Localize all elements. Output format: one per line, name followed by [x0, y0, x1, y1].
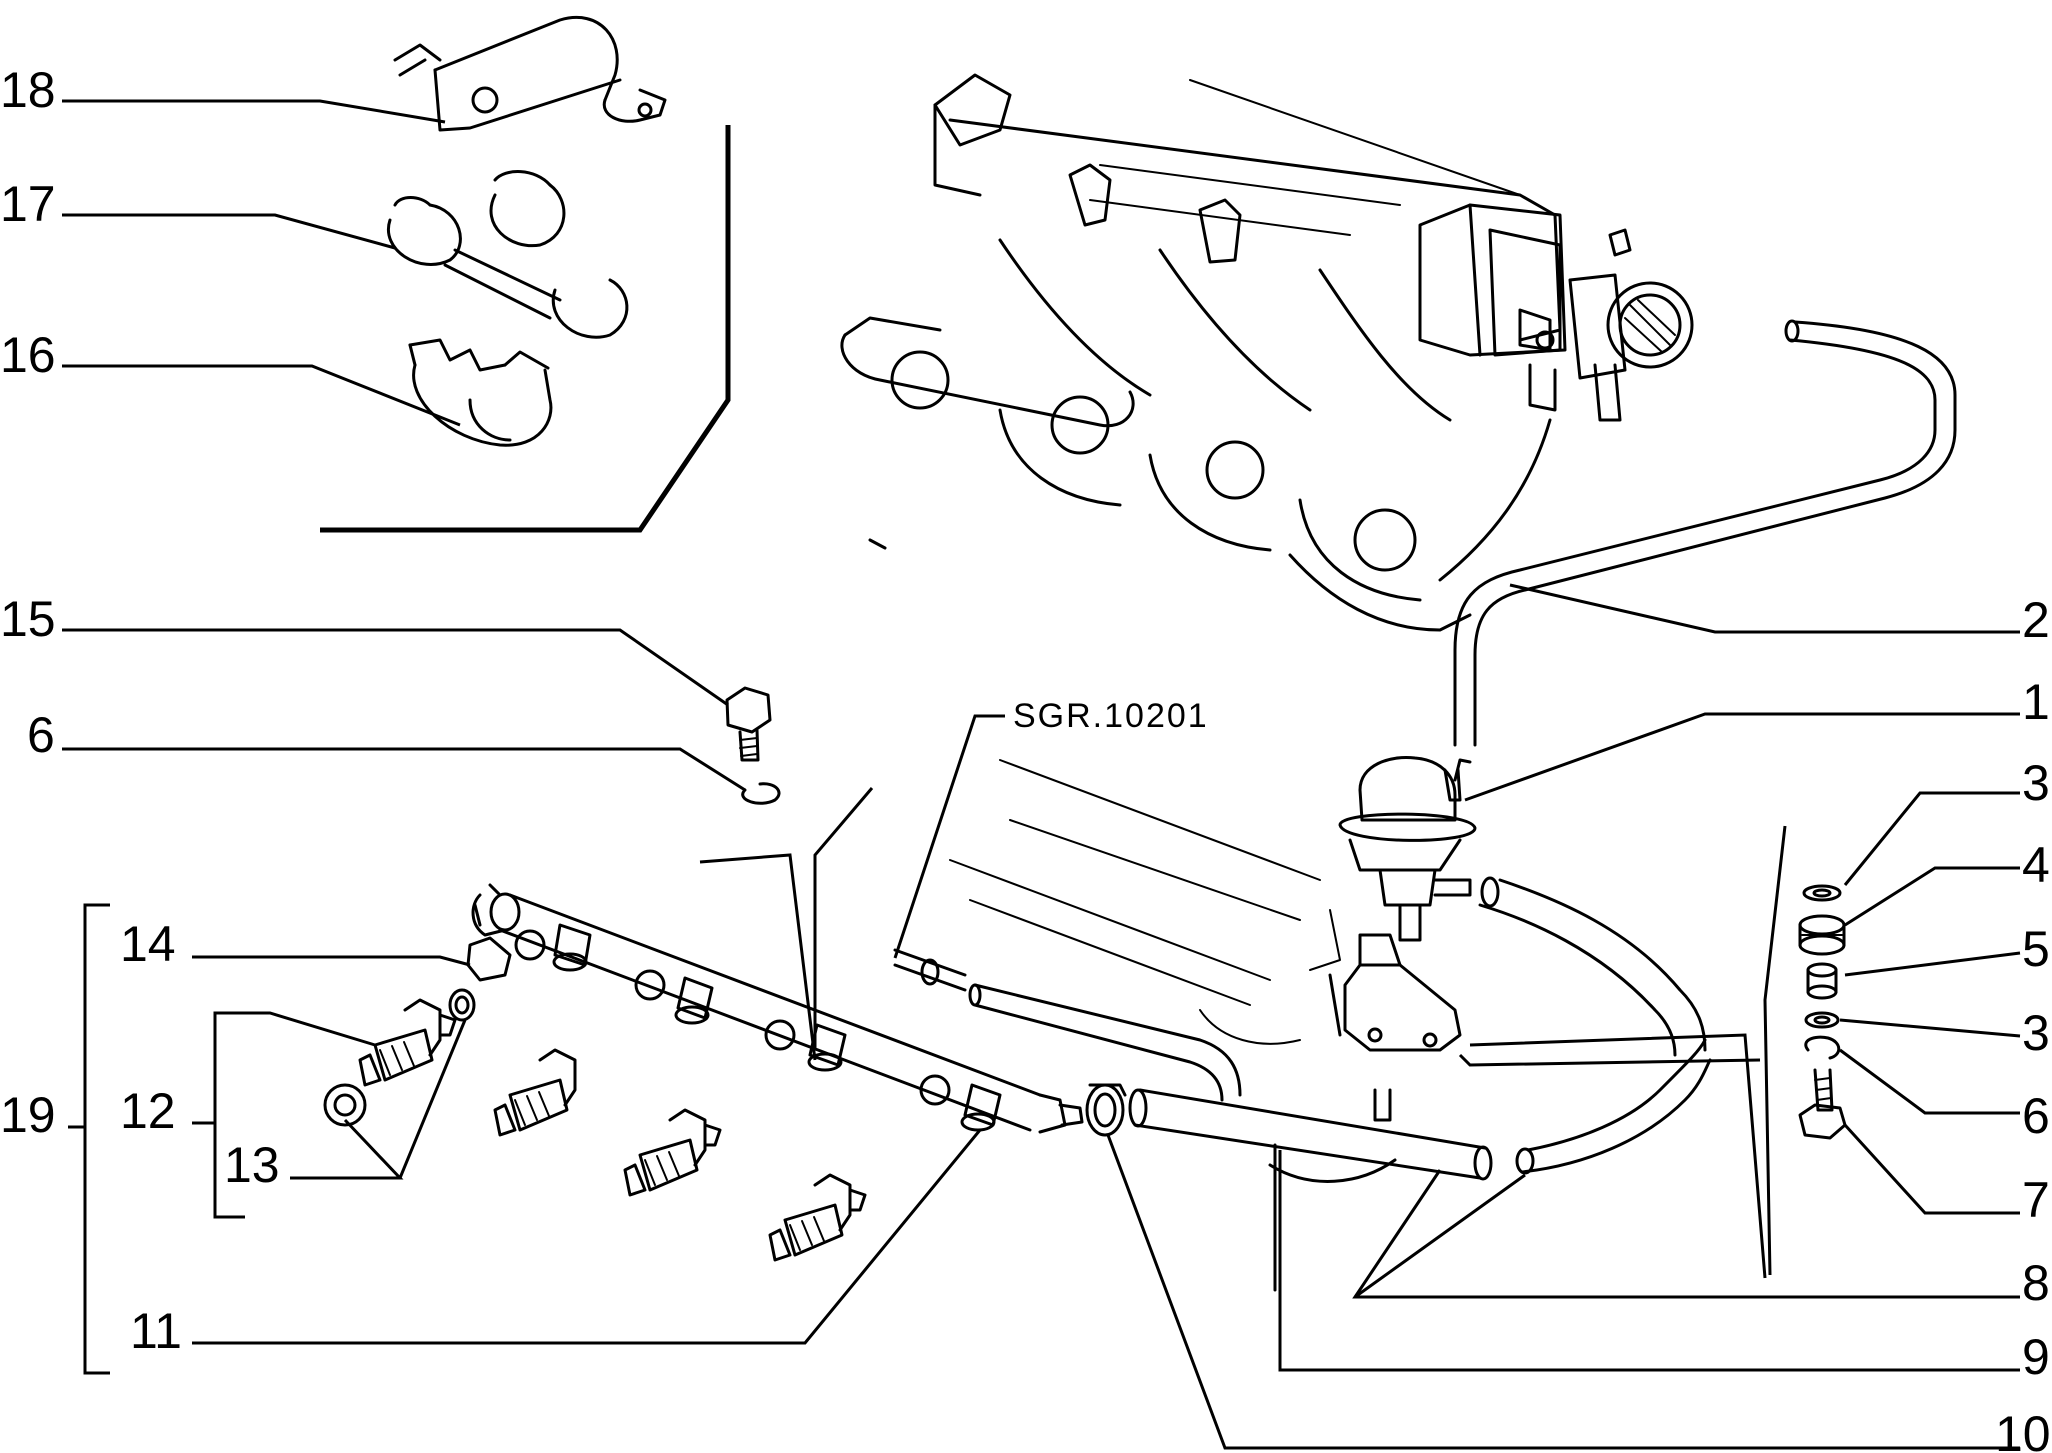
callout-18: 18 [0, 62, 56, 118]
callout-2: 2 [2022, 592, 2050, 648]
leader-8-b [1354, 1173, 1526, 1299]
part-2-vacuum-hose [1453, 319, 1957, 747]
intake-manifold [840, 73, 1694, 632]
part-10-hose-clamp [1085, 1083, 1127, 1137]
part-1-pressure-regulator [1338, 755, 1477, 942]
leader-6-right [1839, 1048, 2020, 1115]
callout-15: 15 [0, 591, 56, 647]
leader-17 [62, 213, 396, 250]
leader-lines [62, 99, 2021, 1450]
engine-block-outline [868, 538, 1397, 1292]
part-15-bolt [725, 686, 772, 762]
cut-line-rail-b [813, 787, 874, 1050]
part-13-o-rings [323, 988, 476, 1127]
callout-13: 13 [224, 1137, 280, 1193]
leader-14 [192, 955, 471, 967]
part-16-clip [408, 338, 553, 447]
callout-11: 11 [130, 1303, 182, 1359]
sgr-reference-connector [893, 948, 967, 992]
injector-2 [493, 1048, 577, 1137]
leader-1 [1464, 712, 2020, 802]
cut-line-right-c [1763, 825, 1787, 1276]
leader-11 [192, 1129, 982, 1345]
cut-line-right-b [1458, 1053, 1761, 1067]
leader-7 [1843, 1123, 2020, 1215]
callouts-left: 18 17 16 15 6 14 12 13 19 11 [0, 62, 280, 1359]
part-9-fuel-hose [968, 983, 1493, 1181]
callout-7: 7 [2022, 1172, 2050, 1228]
callout-19: 19 [0, 1087, 56, 1143]
injector-4 [768, 1173, 867, 1262]
part-8-return-hose [1478, 876, 1712, 1175]
part-7-bolt [1798, 1068, 1847, 1140]
leader-sgr [893, 714, 1005, 959]
injector-1 [358, 998, 457, 1087]
leader-4 [1844, 866, 2020, 927]
leader-9 [1278, 1150, 2020, 1372]
leader-2 [1509, 583, 2020, 634]
callout-14: 14 [120, 916, 176, 972]
callout-1: 1 [2022, 674, 2050, 730]
cut-line-right-a [1469, 1033, 1767, 1279]
callout-5: 5 [2022, 921, 2050, 977]
reference-code-label: SGR.10201 [1013, 697, 1209, 735]
callouts-right: 2 1 3 4 5 3 6 7 8 9 10 [1995, 592, 2051, 1453]
leader-12 [215, 1011, 376, 1047]
callout-9: 9 [2022, 1329, 2050, 1385]
part-3-washer-top [1802, 884, 1842, 902]
leader-16 [62, 364, 461, 427]
leader-15 [62, 628, 729, 707]
fuel-rail [471, 883, 1084, 1134]
callout-12: 12 [120, 1083, 176, 1139]
callout-10: 10 [1995, 1406, 2051, 1453]
callout-16: 16 [0, 327, 56, 383]
part-6-washer-right [1804, 1035, 1841, 1060]
callout-17: 17 [0, 176, 56, 232]
part-4-grommet [1798, 914, 1846, 956]
leader-5 [1844, 951, 2021, 977]
leader-13-a [290, 1118, 404, 1180]
leader-3-top [1843, 791, 2020, 886]
callout-4: 4 [2022, 837, 2050, 893]
injector-3 [623, 1108, 722, 1197]
part-6-washer-left [741, 782, 781, 805]
part-18-bracket [393, 16, 667, 132]
group-border-16-18 [320, 125, 731, 533]
regulator-mounting-bracket [1328, 933, 1462, 1052]
bracket-19 [83, 903, 110, 1375]
leader-13-b [398, 1019, 467, 1179]
cut-line-rail-a [699, 853, 817, 1061]
part-14-clip [466, 936, 512, 982]
part-3-washer-bottom [1804, 1011, 1840, 1029]
callout-8: 8 [2022, 1255, 2050, 1311]
leader-10 [1106, 1134, 2020, 1450]
leader-8-a [1352, 1169, 2020, 1299]
part-5-spacer [1806, 962, 1838, 1000]
callout-6-right: 6 [2022, 1088, 2050, 1144]
leader-3-bottom [1839, 1018, 2021, 1038]
callout-3-top: 3 [2022, 755, 2050, 811]
leader-18 [62, 99, 446, 124]
callout-6-left: 6 [27, 707, 55, 763]
callout-3-bottom: 3 [2022, 1005, 2050, 1061]
leader-6-left [62, 747, 746, 792]
part-12-injectors [358, 998, 867, 1262]
part-17-double-clip [386, 170, 629, 339]
